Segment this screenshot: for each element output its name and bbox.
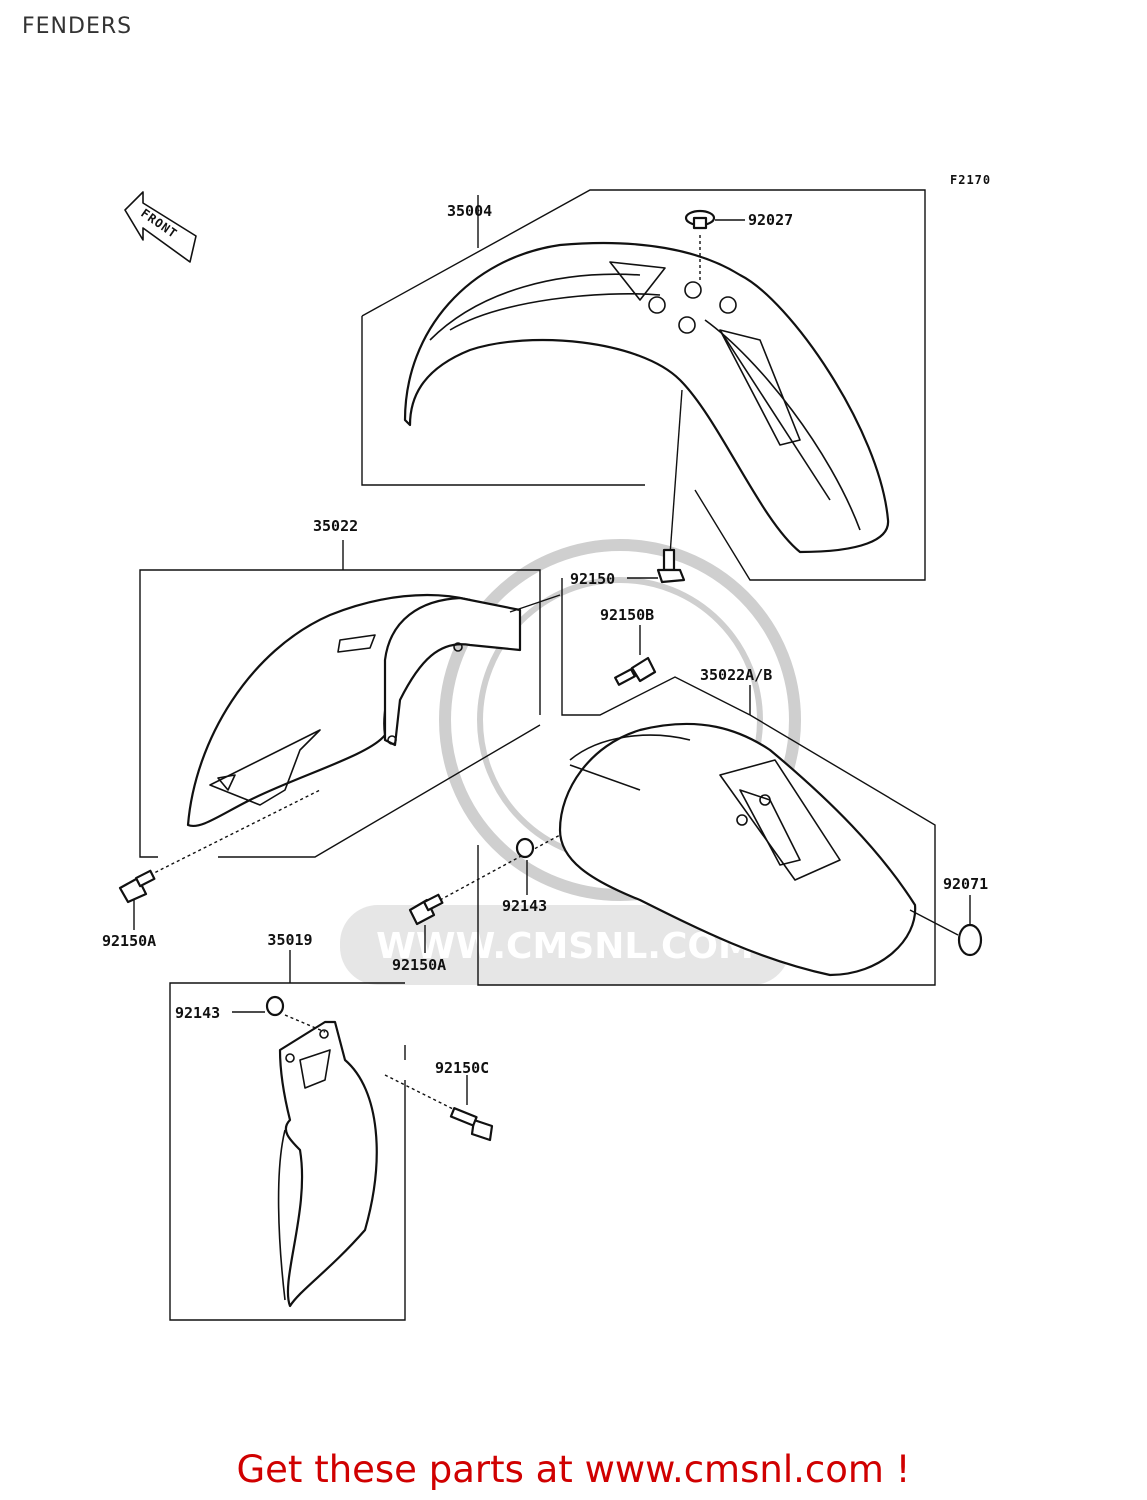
label-92150A-mid: 92150A — [392, 956, 446, 974]
rear-fender-35022AB — [558, 722, 917, 977]
mud-flap-35019 — [278, 1020, 378, 1308]
bolt-92150A-mid — [408, 893, 444, 926]
washer-92143-a — [515, 837, 535, 859]
label-35019: 35019 — [267, 931, 312, 949]
grommet-92027 — [684, 209, 716, 230]
front-arrow-icon: FRONT — [124, 191, 197, 263]
front-fender-group: 35004 92027 92150 — [361, 189, 926, 588]
rear-fender-group: 35022A/B 92071 92150B 92143 92150A — [392, 606, 988, 986]
label-92071: 92071 — [943, 875, 988, 893]
grommet-92071 — [957, 923, 983, 957]
watermark-text: WWW.CMSNL.COM — [376, 926, 754, 967]
label-92150C: 92150C — [435, 1059, 489, 1077]
label-35004: 35004 — [447, 202, 492, 220]
bolt-92150C — [449, 1107, 494, 1142]
label-92027: 92027 — [748, 211, 793, 229]
label-92150A-left: 92150A — [102, 932, 156, 950]
label-35022: 35022 — [313, 517, 358, 535]
bolt-92150B — [614, 656, 657, 686]
promo-link[interactable]: Get these parts at www.cmsnl.com ! — [236, 1448, 911, 1491]
label-35022AB: 35022A/B — [700, 666, 772, 684]
label-92143-a: 92143 — [502, 897, 547, 915]
bolt-92150 — [656, 548, 686, 584]
side-cover-group: 35022 92150A — [102, 517, 751, 950]
label-92150: 92150 — [570, 570, 615, 588]
bolt-92150A-left — [118, 869, 156, 904]
front-fender-35004 — [403, 241, 890, 554]
diagram-ref-code: F2170 — [950, 173, 991, 187]
washer-92143-b — [265, 995, 285, 1017]
page-title: FENDERS — [22, 14, 133, 39]
label-92150B: 92150B — [600, 606, 654, 624]
front-label: FRONT — [138, 206, 180, 241]
mud-flap-group: 35019 92143 92150C — [169, 931, 494, 1321]
label-92143-b: 92143 — [175, 1004, 220, 1022]
